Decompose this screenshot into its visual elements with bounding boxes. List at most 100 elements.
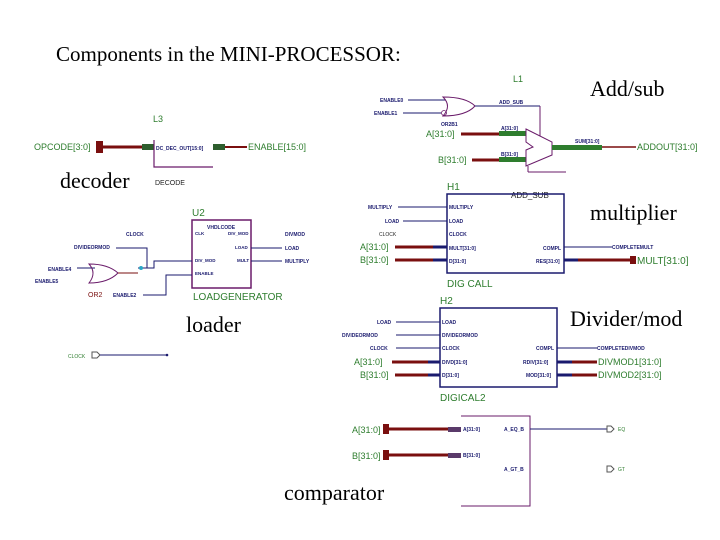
loader-pin-divmod-in: DIV_MOD: [195, 258, 216, 263]
addsub-b-label: B[31:0]: [438, 155, 467, 165]
or-gate-icon: [441, 96, 476, 117]
clock-port-label: CLOCK: [68, 354, 86, 360]
multiplier-pin-clock: CLOCK: [449, 232, 467, 238]
multiplier-ref: H1: [447, 182, 460, 193]
loader-pin-clk: CLK: [195, 231, 205, 236]
addsub-pin-a: A[31:0]: [501, 126, 518, 132]
divider-sig-b: B[31:0]: [360, 370, 389, 380]
divider-complete-label: COMPLETEDIVMOD: [597, 346, 645, 352]
addsub-sum-stub: [552, 145, 602, 150]
multiplier-block: H1 MULTIPLY LOAD CLOCK A[31:0] B[31:0] M…: [360, 182, 689, 290]
multiplier-pin-multiply: MULTIPLY: [449, 205, 474, 211]
loader-name: LOADGENERATOR: [193, 292, 283, 303]
junction-dot-icon: [139, 266, 143, 270]
loader-out-mult: MULTIPLY: [285, 259, 310, 265]
loader-out-load: LOAD: [285, 246, 300, 252]
caption-comparator: comparator: [284, 480, 385, 505]
addsub-b-stub: [499, 157, 526, 162]
comparator-b-port[interactable]: [383, 450, 389, 460]
divider-pin-compl: COMPL: [536, 346, 554, 352]
slide-title: Components in the MINI-PROCESSOR:: [56, 42, 401, 66]
loader-inner-title: VHDLCODE: [207, 225, 236, 231]
comparator-a-stub: [448, 427, 461, 432]
divider-sig-clock: CLOCK: [370, 346, 388, 352]
loader-divmod-in-wire: [138, 260, 192, 269]
multiplier-sig-load: LOAD: [385, 219, 400, 225]
addsub-a-stub: [499, 131, 526, 136]
multiplier-sig-a: A[31:0]: [360, 242, 389, 252]
multiplier-complete-label: COMPLETEMULT: [612, 245, 653, 251]
divider-block: H2 LOAD DIVIDEORMOD CLOCK A[31:0] B[31:0…: [342, 296, 662, 404]
loader-divmod-label: DIVIDEORMOD: [74, 245, 110, 251]
divider-pin-rdiv: RDIV[31:0]: [523, 360, 549, 366]
multiplier-output-port[interactable]: [630, 256, 636, 264]
multiplier-pin-load: LOAD: [449, 219, 464, 225]
loader-block: U2 VHDLCODE CLK DIV_MOD ENABLE DIV_MOD L…: [35, 208, 310, 360]
decoder-input-port[interactable]: [96, 141, 103, 153]
multiplier-sig-multiply: MULTIPLY: [368, 205, 393, 211]
addsub-a-label: A[31:0]: [426, 129, 455, 139]
multiplier-sig-b: B[31:0]: [360, 255, 389, 265]
multiplier-pin-d: D[31:0]: [449, 259, 466, 265]
loader-pin-mult: MULT: [237, 258, 249, 263]
loader-en3-wire: [143, 274, 192, 296]
loader-ref: U2: [192, 208, 205, 219]
or-gate-icon: [87, 263, 119, 284]
addsub-gate-in1: ENABLE0: [380, 98, 404, 104]
comparator-out-gt: GT: [618, 467, 625, 473]
addsub-gate-in2: ENABLE1: [374, 111, 398, 117]
loader-divmod-wire: [116, 247, 148, 268]
comparator-body: [461, 415, 531, 507]
divider-pin-divmod: DIVIDEORMOD: [442, 333, 478, 339]
gt-port-icon[interactable]: [606, 465, 615, 473]
divider-pin-d: D[31:0]: [442, 373, 459, 379]
loader-en1-label: ENABLE4: [48, 267, 72, 273]
caption-decoder: decoder: [60, 168, 130, 193]
loader-pin-load: LOAD: [235, 245, 248, 250]
divider-pin-divd: DIVD[31:0]: [442, 360, 468, 366]
decoder-ref: L3: [153, 114, 163, 124]
multiplier-pin-compl: COMPL: [543, 246, 561, 252]
decoder-name: DECODE: [155, 180, 185, 187]
comparator-out-eq: EQ: [618, 427, 625, 433]
loader-en2-label: ENABLE5: [35, 279, 59, 285]
divider-sig-divmod: DIVIDEORMOD: [342, 333, 378, 339]
divider-sig-load: LOAD: [377, 320, 392, 326]
divider-pin-load: LOAD: [442, 320, 457, 326]
caption-multiplier: multiplier: [590, 200, 677, 225]
comparator-a-port[interactable]: [383, 424, 389, 434]
wire-end-dot-icon: [165, 353, 169, 357]
comparator-pin-eq: A_EQ_B: [504, 427, 524, 433]
divider-name: DIGICAL2: [440, 393, 486, 404]
addsub-block: L1 ENABLE0 ENABLE1 OR2B1 ADD_SUB A[31:0]…: [374, 74, 698, 200]
multiplier-pin-res: RES[31:0]: [536, 259, 560, 265]
comparator-pin-gt: A_GT_B: [504, 467, 524, 473]
divider-out2-label: DIVMOD2[31:0]: [598, 370, 662, 380]
comparator-pin-a: A[31:0]: [463, 427, 480, 433]
loader-clock-label: CLOCK: [126, 232, 144, 238]
loader-gate-name: OR2: [88, 292, 103, 299]
addsub-pin-sum: SUM[31:0]: [575, 139, 600, 145]
decoder-output-label: ENABLE[15:0]: [248, 142, 306, 152]
eq-port-icon[interactable]: [606, 425, 615, 433]
addsub-pin-b: B[31:0]: [501, 152, 518, 158]
caption-addsub: Add/sub: [590, 76, 665, 101]
decoder-block: L3 OPCODE[3:0] DC_DEC_OUT[15:0] ENABLE[1…: [34, 114, 306, 187]
decoder-input-label: OPCODE[3:0]: [34, 142, 91, 152]
divider-sig-a: A[31:0]: [354, 357, 383, 367]
decoder-pin-label: DC_DEC_OUT[15:0]: [156, 146, 204, 152]
addsub-ref: L1: [513, 74, 523, 84]
divider-pin-clock: CLOCK: [442, 346, 460, 352]
multiplier-name: DIG CALL: [447, 279, 493, 290]
clock-port-icon[interactable]: [91, 351, 101, 359]
divider-pin-mod: MOD[31:0]: [526, 373, 551, 379]
multiplier-sig-clock: CLOCK: [379, 232, 397, 238]
divider-ref: H2: [440, 296, 453, 307]
addsub-output-label: ADDOUT[31:0]: [637, 142, 698, 152]
addsub-name: ADD_SUB: [511, 191, 549, 200]
loader-en3-label: ENABLE2: [113, 293, 137, 299]
multiplier-pin-mult: MULT[31:0]: [449, 246, 476, 252]
comparator-a-label: A[31:0]: [352, 425, 381, 435]
decoder-output-stub: [213, 144, 225, 150]
